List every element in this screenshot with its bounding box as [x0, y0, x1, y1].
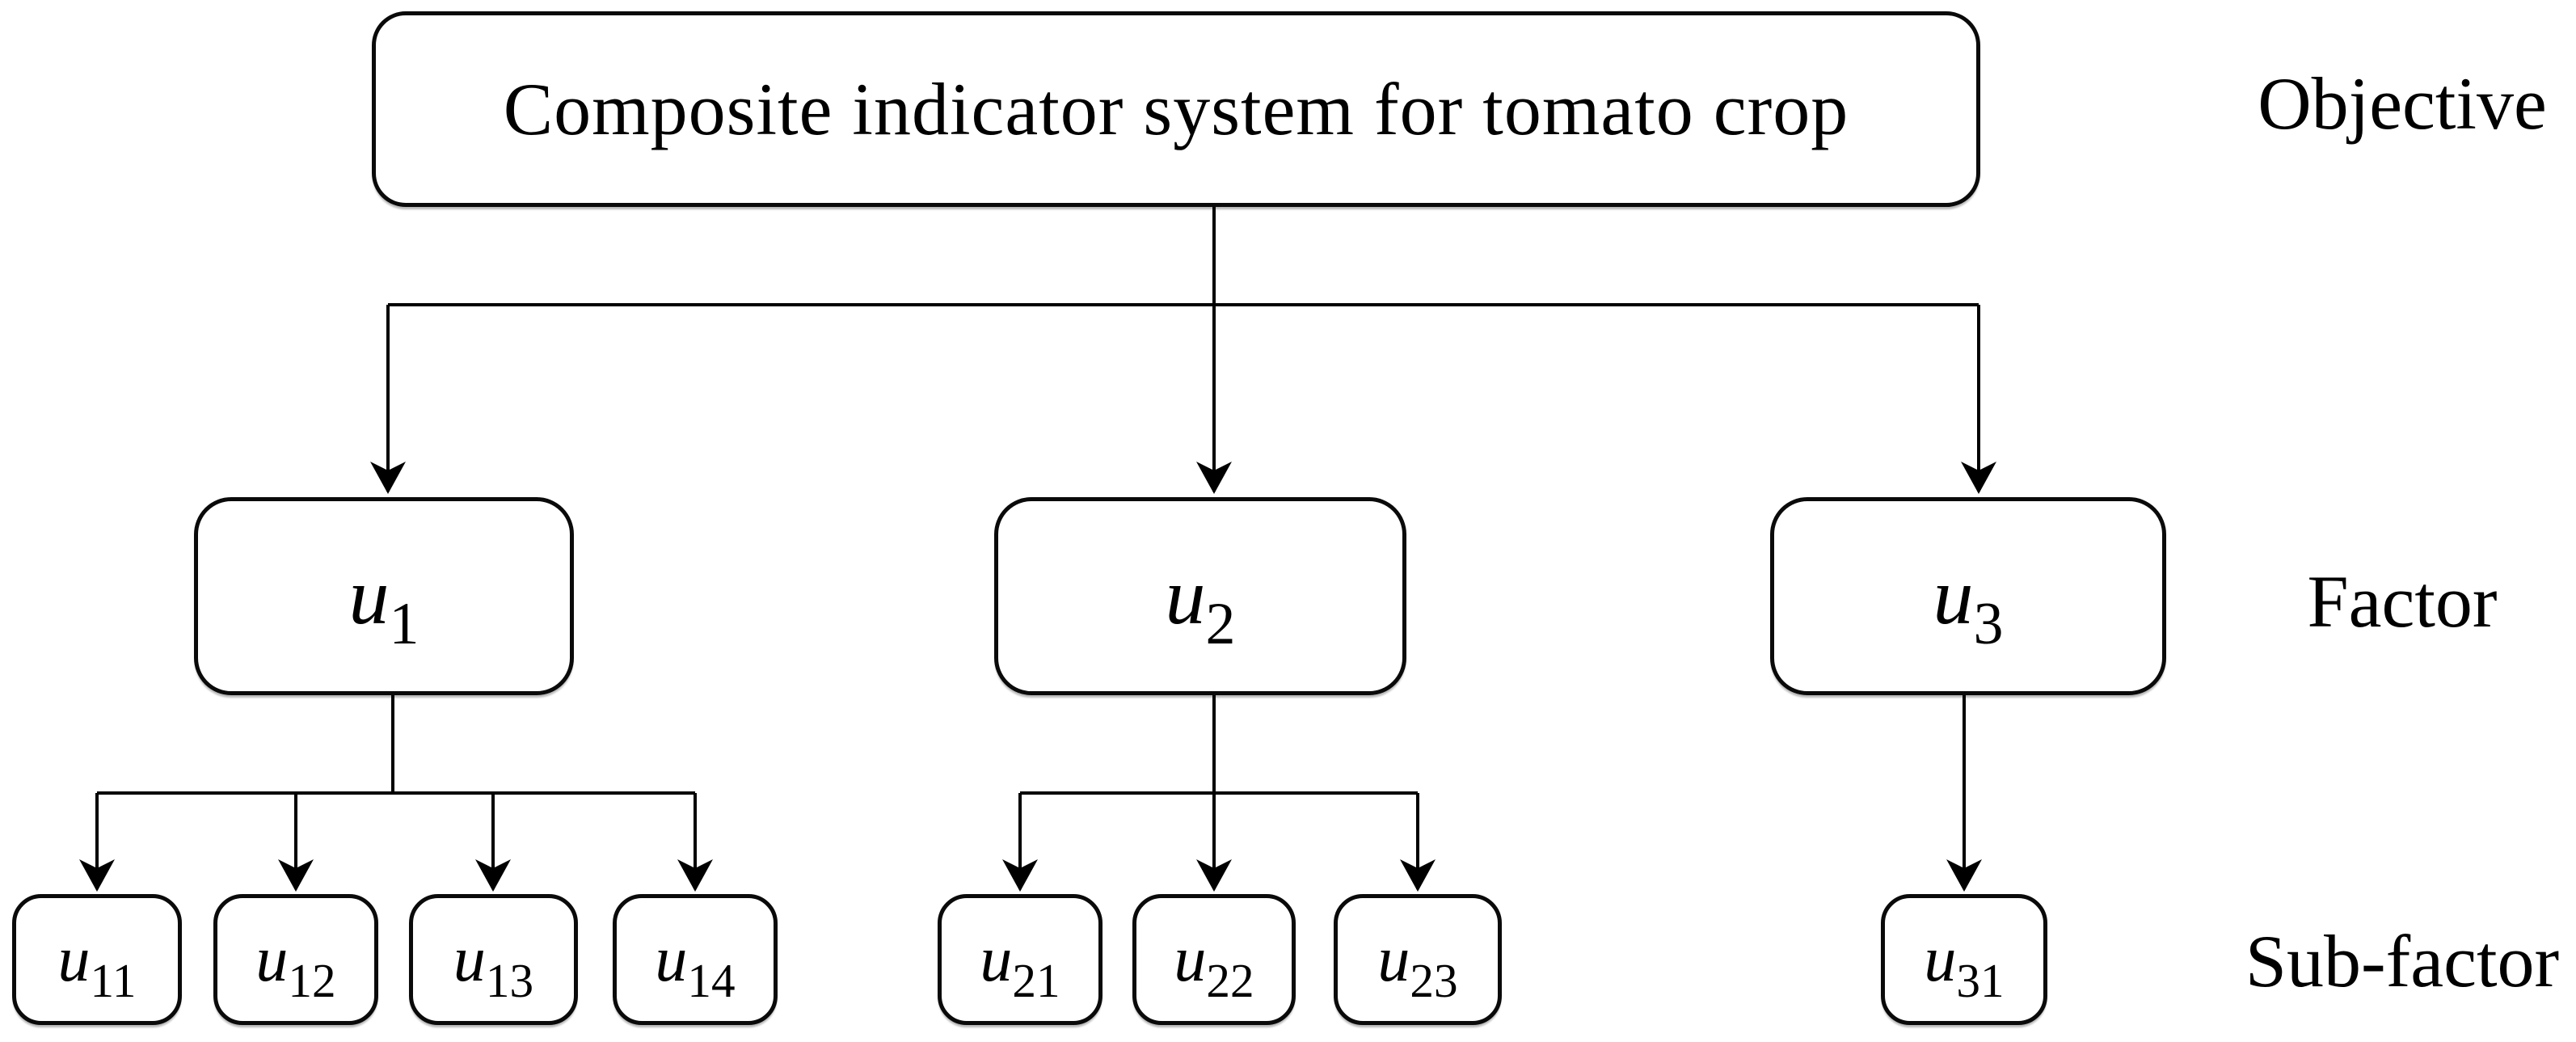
node-subfactor-u12: u12	[213, 894, 378, 1025]
node-subfactor-u22: u22	[1132, 894, 1296, 1025]
node-factor-u2-label: u2	[1165, 551, 1236, 658]
level-label-objective: Objective	[2258, 62, 2547, 145]
node-subfactor-u23: u23	[1334, 894, 1502, 1025]
node-objective-label: Composite indicator system for tomato cr…	[503, 68, 1849, 150]
node-factor-u1-label: u1	[348, 551, 419, 658]
node-subfactor-u13: u13	[409, 894, 578, 1025]
node-subfactor-u14: u14	[613, 894, 778, 1025]
node-factor-u2: u2	[994, 497, 1406, 695]
node-subfactor-u14-label: u14	[655, 923, 736, 1007]
node-subfactor-u11-label: u11	[57, 923, 137, 1007]
node-subfactor-u12-label: u12	[255, 923, 336, 1007]
node-subfactor-u21-label: u21	[980, 923, 1060, 1007]
level-label-factor: Factor	[2307, 560, 2498, 643]
node-subfactor-u13-label: u13	[453, 923, 534, 1007]
level-label-subfactor: Sub-factor	[2245, 920, 2560, 1002]
node-factor-u1: u1	[194, 497, 574, 695]
node-subfactor-u23-label: u23	[1377, 923, 1458, 1007]
node-objective: Composite indicator system for tomato cr…	[372, 11, 1980, 207]
node-factor-u3: u3	[1770, 497, 2166, 695]
node-subfactor-u31: u31	[1881, 894, 2047, 1025]
node-subfactor-u22-label: u22	[1174, 923, 1254, 1007]
node-subfactor-u21: u21	[938, 894, 1102, 1025]
node-subfactor-u31-label: u31	[1924, 923, 2005, 1007]
node-subfactor-u11: u11	[12, 894, 182, 1025]
node-factor-u3-label: u3	[1933, 551, 2004, 658]
